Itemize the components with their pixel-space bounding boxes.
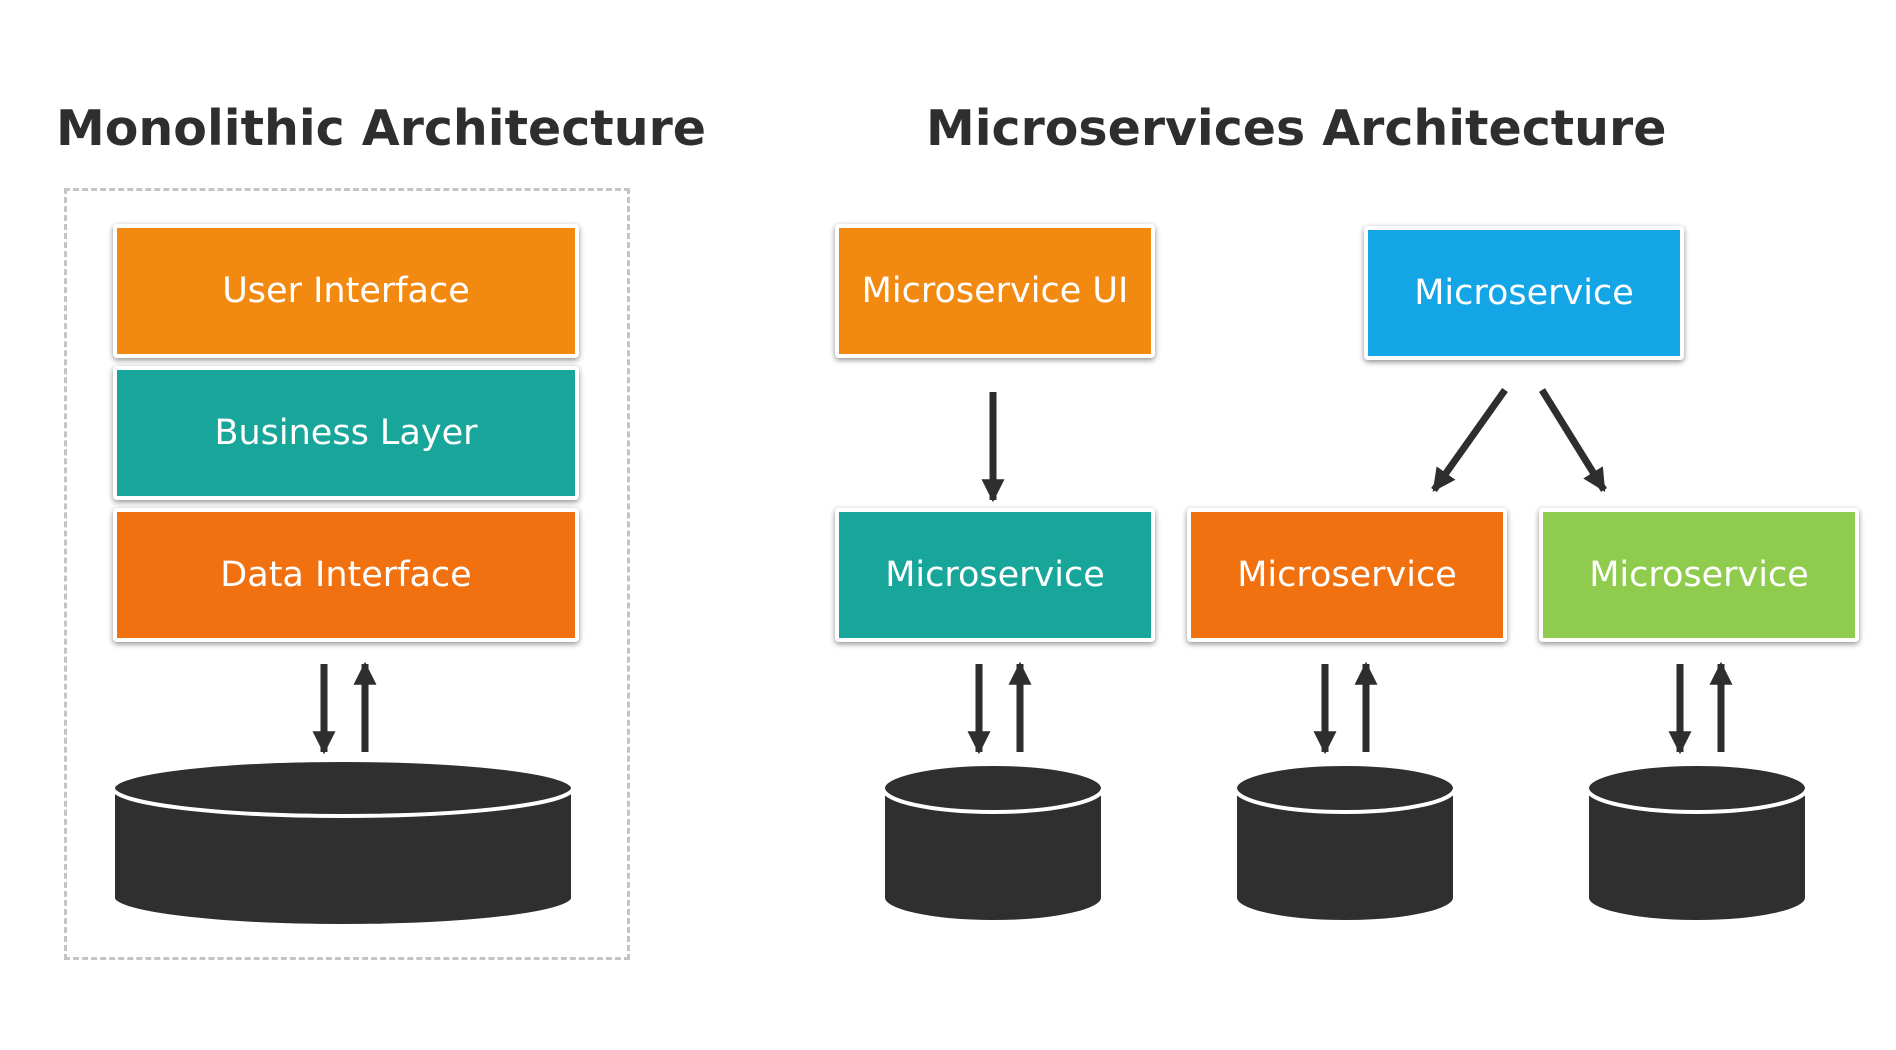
arrow-diagonal-left [1431,387,1508,493]
business-layer: Business Layer [113,366,579,500]
database-icon [1585,762,1809,924]
microservice-box-teal: Microservice [835,508,1155,642]
microservice-ui-box: Microservice UI [835,224,1155,358]
ms-db-arrows-1 [967,661,1032,755]
ms-db-arrows-3 [1668,661,1733,755]
database-icon [881,762,1105,924]
microservice-box-green: Microservice [1539,508,1859,642]
database-icon [111,758,575,928]
microservice-box-blue: Microservice [1364,226,1684,360]
microservice-box-orange: Microservice [1187,508,1507,642]
user-interface-layer: User Interface [113,224,579,358]
mono-db-arrows [312,661,377,755]
arrow-diagonal-right [1539,388,1607,492]
data-interface-layer: Data Interface [113,508,579,642]
monolith-boundary [64,188,630,960]
database-icon [1233,762,1457,924]
microservices-title: Microservices Architecture [926,100,1667,157]
monolithic-title: Monolithic Architecture [56,100,706,157]
ms-db-arrows-2 [1313,661,1378,755]
